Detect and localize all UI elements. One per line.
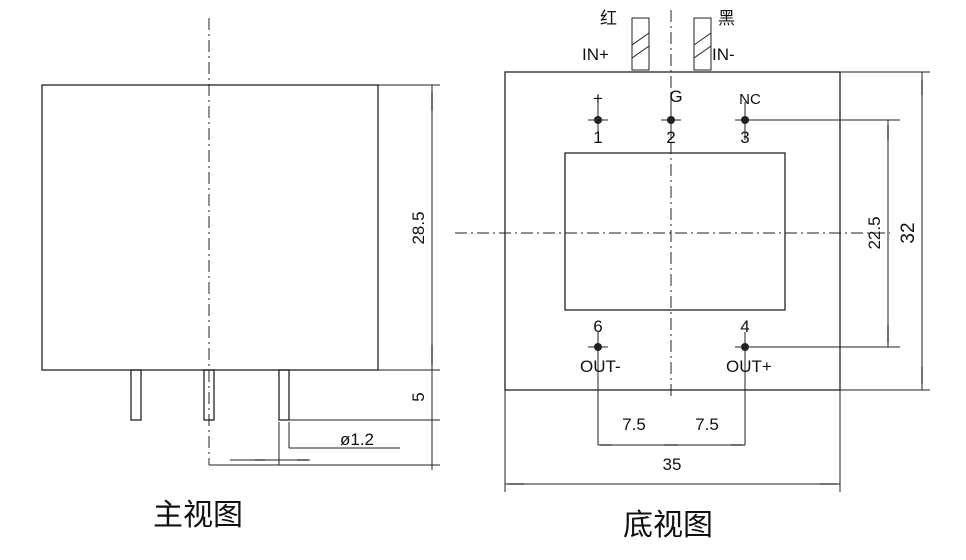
pin-6-symbol: OUT- (580, 357, 621, 376)
pin-6-dot (594, 343, 602, 351)
front-body (41, 84, 379, 371)
wire-red-break-1 (631, 32, 650, 46)
front-pin-right (278, 369, 290, 421)
bottom-body (504, 71, 841, 391)
bottom-view: 红 IN+ 黑 IN- + 1 G 2 NC 3 (455, 9, 930, 543)
front-view: 28.5 5 ø1.2 主视图 (41, 18, 440, 533)
dim-7-5-right-label: 7.5 (695, 415, 719, 434)
front-dim-diameter-label: ø1.2 (340, 430, 374, 449)
input-minus-label: IN- (712, 45, 735, 64)
pin-6-number: 6 (593, 317, 602, 336)
dim-35-label: 35 (663, 455, 682, 474)
front-dim-pin-length-label: 5 (409, 392, 428, 401)
pin-1-dot (594, 116, 602, 124)
pin-4-dot (741, 343, 749, 351)
pin-4-number: 4 (740, 317, 749, 336)
dim-7-5-left-label: 7.5 (622, 415, 646, 434)
pin-2-dot (667, 116, 675, 124)
wire-red-break-2 (631, 45, 650, 59)
bottom-inner-window (564, 152, 786, 311)
wire-black-break-1 (693, 32, 712, 46)
pin-2-symbol: G (669, 87, 682, 106)
wire-black-label: 黑 (718, 9, 735, 28)
pin-3-dot (741, 116, 749, 124)
front-pin-center (203, 369, 215, 421)
input-plus-label: IN+ (582, 45, 609, 64)
bottom-view-caption: 底视图 (623, 508, 713, 543)
pin-2-number: 2 (666, 128, 675, 147)
front-view-caption: 主视图 (153, 498, 243, 533)
pin-3-symbol: NC (739, 91, 761, 108)
pin-3-number: 3 (740, 128, 749, 147)
wire-black-break-2 (693, 45, 712, 59)
pin-1-symbol: + (593, 89, 603, 108)
pin-3: NC 3 (735, 91, 900, 147)
pin-4-symbol: OUT+ (726, 357, 772, 376)
pin-4: 4 OUT+ (726, 317, 900, 445)
pin-1-number: 1 (593, 128, 602, 147)
dim-32-label: 32 (898, 222, 919, 243)
front-pin-left (130, 369, 142, 421)
wire-black (693, 17, 712, 71)
front-dim-height-label: 28.5 (409, 211, 428, 244)
pin-6: 6 OUT- (580, 317, 621, 445)
pin-2: G 2 (661, 87, 683, 147)
wire-red-label: 红 (600, 9, 617, 28)
dim-22-5-label: 22.5 (865, 216, 884, 249)
wire-red (631, 17, 650, 71)
pin-1: + 1 (588, 89, 608, 147)
